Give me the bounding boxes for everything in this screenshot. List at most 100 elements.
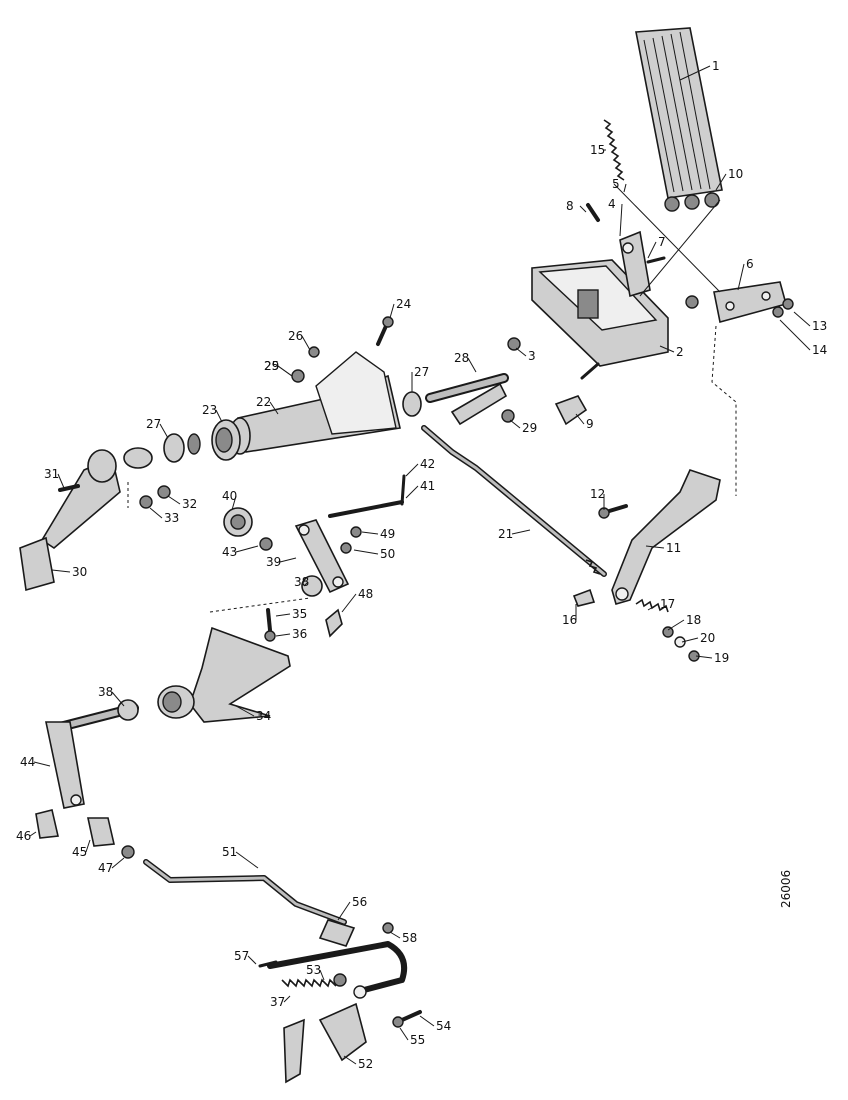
callout-leader xyxy=(337,901,351,921)
callout-47: 47 xyxy=(98,861,113,875)
callout-26: 26 xyxy=(288,329,303,343)
callout-leader xyxy=(509,419,521,429)
callout-25: 25 xyxy=(264,359,279,373)
accelerator-pedal xyxy=(635,27,723,212)
callout-3: 3 xyxy=(528,349,536,363)
callout-leader xyxy=(647,241,657,259)
callout-27b: 27 xyxy=(414,365,429,379)
callout-leader xyxy=(111,857,125,869)
bushing xyxy=(382,922,394,934)
pin xyxy=(35,809,59,839)
callout-leader xyxy=(215,409,223,423)
link-lever xyxy=(294,519,350,594)
callout-leader xyxy=(779,319,811,351)
bent-rod xyxy=(267,941,408,993)
callout-18: 18 xyxy=(686,613,701,627)
callout-leader xyxy=(515,347,527,357)
callout-leader xyxy=(511,529,531,535)
callout-9: 9 xyxy=(586,417,594,431)
callout-leader xyxy=(353,549,379,555)
clevis xyxy=(87,817,115,847)
bearing xyxy=(211,419,241,461)
bushing xyxy=(301,575,323,597)
callout-leader xyxy=(231,495,237,511)
callout-leader xyxy=(235,851,259,869)
arm-with-shaft xyxy=(45,699,139,809)
callout-leader xyxy=(29,831,37,837)
callout-leader xyxy=(659,345,675,353)
callout-20: 20 xyxy=(700,631,715,645)
callout-38b: 38 xyxy=(98,685,113,699)
callout-38a: 38 xyxy=(294,575,309,589)
routing-line xyxy=(711,325,737,496)
pedal-bracket-housing xyxy=(531,230,669,367)
callout-46: 46 xyxy=(16,829,31,843)
callout-42: 42 xyxy=(420,457,435,471)
callout-leader xyxy=(279,557,297,563)
pedal-arm xyxy=(611,469,721,605)
callout-10: 10 xyxy=(728,167,743,181)
bolt xyxy=(598,504,628,519)
callout-leader xyxy=(341,593,357,613)
callout-6: 6 xyxy=(746,257,754,271)
callout-56: 56 xyxy=(352,895,367,909)
callout-37: 37 xyxy=(270,995,285,1009)
callout-7: 7 xyxy=(658,235,666,249)
callout-leader xyxy=(623,183,627,193)
callout-leader xyxy=(51,569,71,573)
lower-lever-bracket xyxy=(283,973,367,1084)
callout-55: 55 xyxy=(410,1033,425,1047)
washer xyxy=(350,526,362,538)
guide-line xyxy=(639,199,721,297)
callout-14: 14 xyxy=(812,343,827,357)
pivot-pin xyxy=(425,373,509,426)
callout-29a: 29 xyxy=(522,421,537,435)
callout-leader xyxy=(467,357,477,373)
callout-54: 54 xyxy=(436,1019,451,1033)
callout-53: 53 xyxy=(306,963,321,977)
callout-45: 45 xyxy=(72,845,87,859)
callout-leader xyxy=(275,613,291,617)
bushing xyxy=(402,391,422,417)
callout-22: 22 xyxy=(256,395,271,409)
callout-leader xyxy=(159,423,169,439)
washer xyxy=(392,1016,404,1028)
callout-leader xyxy=(679,65,711,81)
reference-code: 26006 xyxy=(779,870,793,908)
callout-leader xyxy=(319,969,325,981)
callout-leader xyxy=(667,619,685,631)
callout-leader xyxy=(283,995,291,1003)
nut xyxy=(157,485,171,499)
mounting-bracket xyxy=(157,626,291,723)
washer xyxy=(139,495,153,509)
callout-leader xyxy=(619,203,623,237)
callout-leader xyxy=(645,545,665,549)
bearing xyxy=(230,514,246,530)
push-rod xyxy=(421,425,607,577)
callout-57: 57 xyxy=(234,949,249,963)
callout-48: 48 xyxy=(358,587,373,601)
callout-leader xyxy=(269,401,279,415)
callout-leader xyxy=(235,545,259,553)
nut xyxy=(507,337,521,351)
bolt xyxy=(400,1010,422,1022)
callout-leader xyxy=(389,303,395,319)
lever-with-pad xyxy=(19,447,153,592)
callout-leader xyxy=(399,1027,409,1041)
callout-leader xyxy=(275,633,291,637)
callout-34: 34 xyxy=(256,709,271,723)
cross-shaft-housing xyxy=(229,351,401,455)
pin xyxy=(258,960,278,968)
callout-labels: 1234567891011121314151617181920212223242… xyxy=(16,59,827,1071)
callout-27a: 27 xyxy=(146,417,161,431)
callout-31: 31 xyxy=(44,467,59,481)
callout-leader xyxy=(167,495,181,505)
guide-line xyxy=(613,183,721,293)
bushing xyxy=(187,433,201,455)
callout-29b: 29 xyxy=(264,359,279,373)
callout-12: 12 xyxy=(590,487,605,501)
pin xyxy=(586,203,600,222)
callout-leader xyxy=(695,655,713,659)
washer xyxy=(264,630,276,642)
callout-41: 41 xyxy=(420,479,435,493)
